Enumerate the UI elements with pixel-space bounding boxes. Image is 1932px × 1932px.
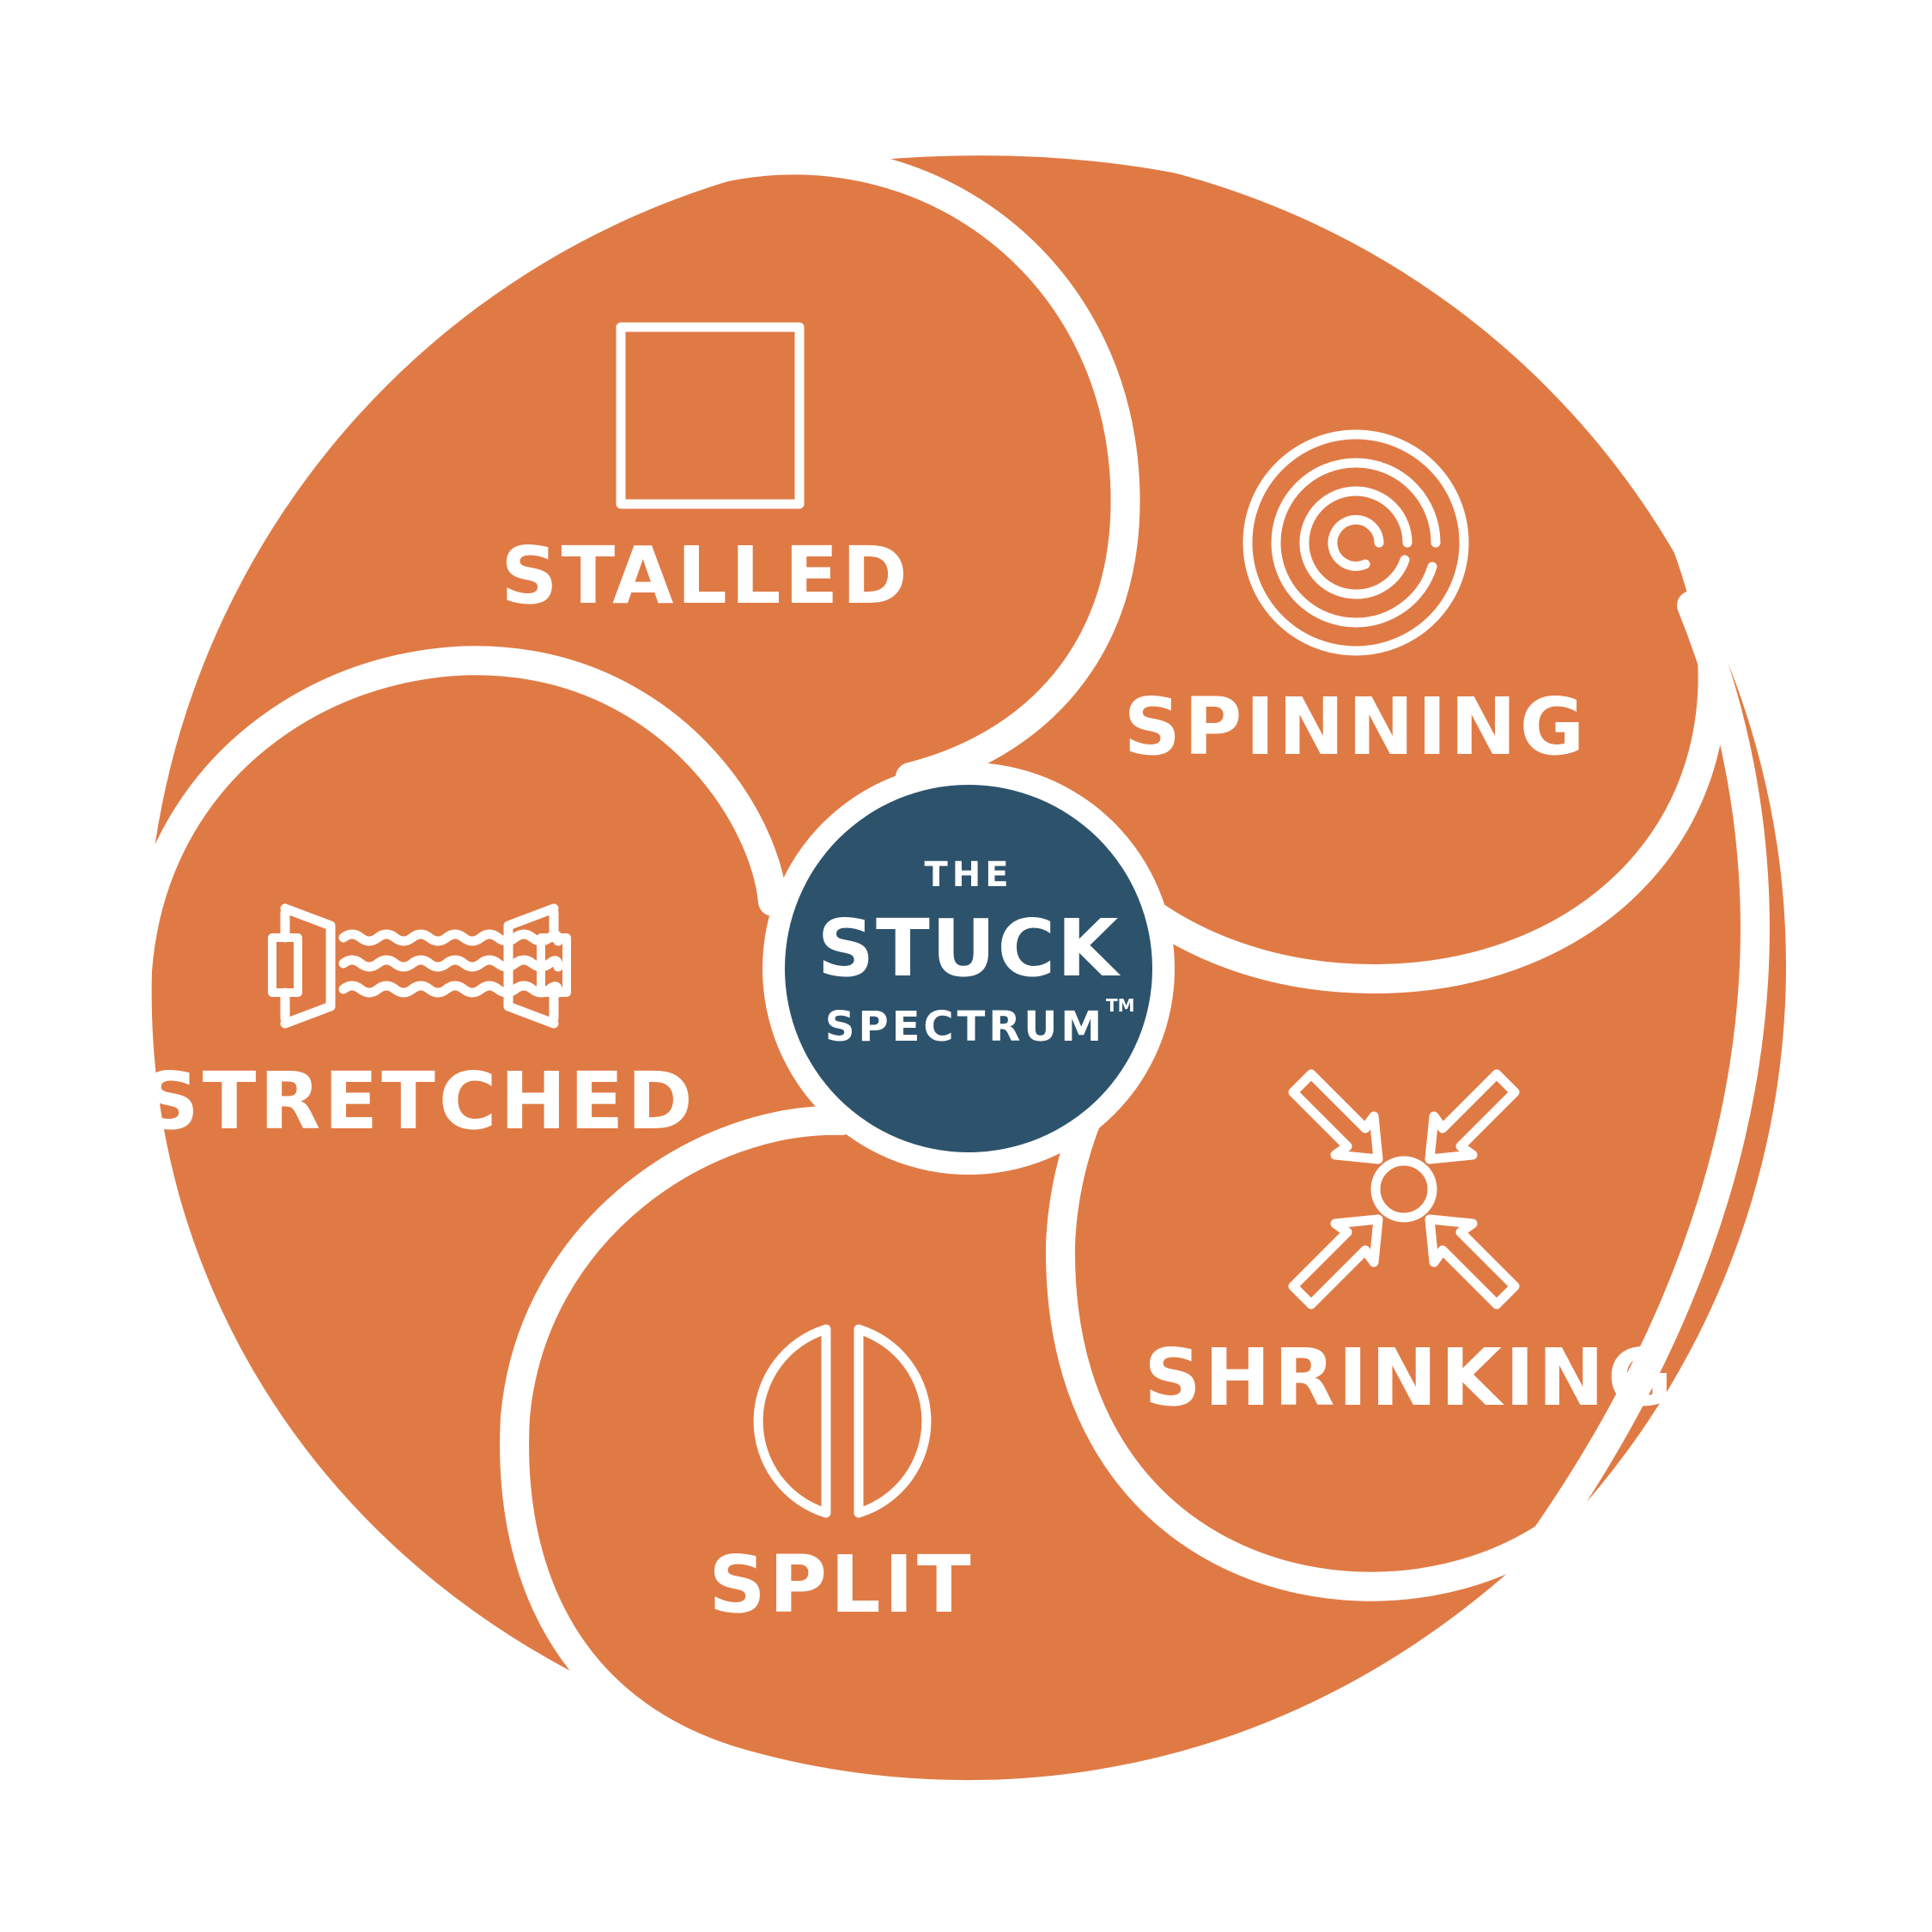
square-icon bbox=[616, 322, 805, 509]
separator-shrinking bbox=[1045, 591, 1770, 1601]
separator-stalled bbox=[655, 145, 1140, 792]
separator-stretched bbox=[122, 646, 787, 1710]
segment-split: SPLIT bbox=[708, 1324, 974, 1631]
shrinking-label: SHRINKING bbox=[1144, 1332, 1675, 1424]
center-core bbox=[785, 785, 1152, 1152]
segment-stretched: STRETCHED bbox=[142, 903, 696, 1147]
segment-shrinking: SHRINKING bbox=[1144, 1069, 1675, 1424]
swirl-separators bbox=[122, 126, 1770, 1810]
center-line-spectrum: SPECTRUM bbox=[825, 1003, 1105, 1051]
inward-arrows-icon bbox=[1288, 1069, 1520, 1309]
segment-spinning: SPINNING bbox=[1124, 429, 1589, 773]
stretched-label: STRETCHED bbox=[142, 1055, 696, 1147]
split-label: SPLIT bbox=[708, 1539, 974, 1631]
center-trademark: TM bbox=[1106, 995, 1135, 1016]
split-circle-icon bbox=[753, 1324, 932, 1518]
stalled-label: STALLED bbox=[501, 530, 911, 622]
center-line-stuck: STUCK bbox=[817, 902, 1121, 994]
segment-stalled: STALLED bbox=[501, 322, 911, 622]
stretched-bar-icon bbox=[268, 903, 571, 1029]
center-line-the: THE bbox=[924, 855, 1012, 895]
spinning-label: SPINNING bbox=[1124, 681, 1589, 773]
separator-split bbox=[500, 1105, 1564, 1810]
spiral-icon bbox=[1242, 429, 1469, 656]
